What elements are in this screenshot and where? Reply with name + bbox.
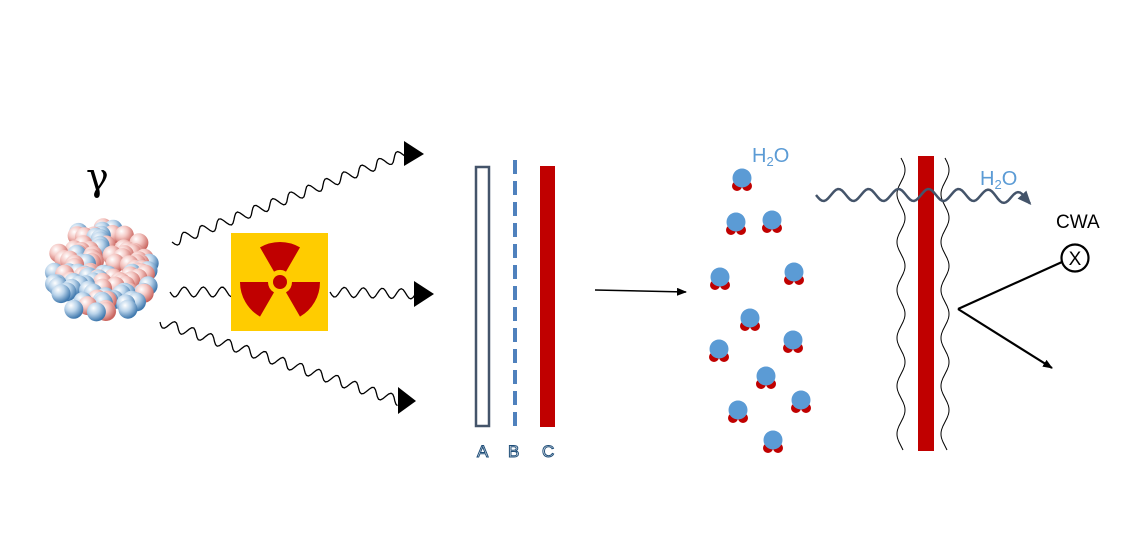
water-molecule-icon (728, 400, 748, 423)
water-molecule-group (709, 168, 811, 453)
gamma-arrowhead-upper (404, 141, 424, 166)
cwa-label: CWA (1056, 212, 1100, 233)
transition-arrow (594, 287, 687, 296)
water-permeation-wave (815, 187, 1032, 205)
water-label-right: H2O (980, 168, 1017, 192)
barrier-a (474, 165, 491, 428)
water-label-left: H2O (752, 145, 789, 169)
water-molecule-icon (732, 168, 752, 191)
gamma-symbol: γ (86, 155, 109, 199)
water-molecule-icon (756, 366, 776, 389)
membrane-barrier (918, 156, 934, 451)
water-molecule-icon (726, 212, 746, 235)
water-molecule-icon (710, 267, 730, 290)
gamma-wave-upper (171, 150, 407, 246)
gamma-ray-waves (159, 141, 434, 414)
gamma-arrowhead-lower (398, 387, 416, 414)
water-molecule-icon (763, 430, 783, 453)
water-molecule-icon (740, 308, 760, 331)
barrier-label-c: C (542, 442, 554, 461)
membrane-wavy-left (896, 157, 906, 451)
gamma-wave-lower (159, 320, 398, 407)
radiation-trefoil-icon (231, 233, 328, 331)
gamma-arrowhead-middle (414, 281, 434, 307)
membrane-wavy-right (940, 157, 950, 451)
atomic-nucleus-icon (44, 218, 159, 322)
water-molecule-icon (762, 210, 782, 233)
water-molecule-icon (784, 262, 804, 285)
barrier-layers: A B C (474, 160, 555, 462)
membrane-section (896, 156, 950, 451)
barrier-label-b: B (508, 442, 519, 461)
circle-x-icon: X (1060, 243, 1090, 273)
barrier-label-a: A (477, 442, 489, 461)
cwa-reflection-arrows (957, 260, 1063, 369)
water-molecule-icon (791, 390, 811, 413)
svg-text:X: X (1069, 249, 1082, 270)
gamma-wave-middle (169, 286, 416, 300)
water-molecule-icon (783, 330, 803, 353)
barrier-c (540, 166, 555, 427)
water-molecule-icon (709, 339, 729, 362)
